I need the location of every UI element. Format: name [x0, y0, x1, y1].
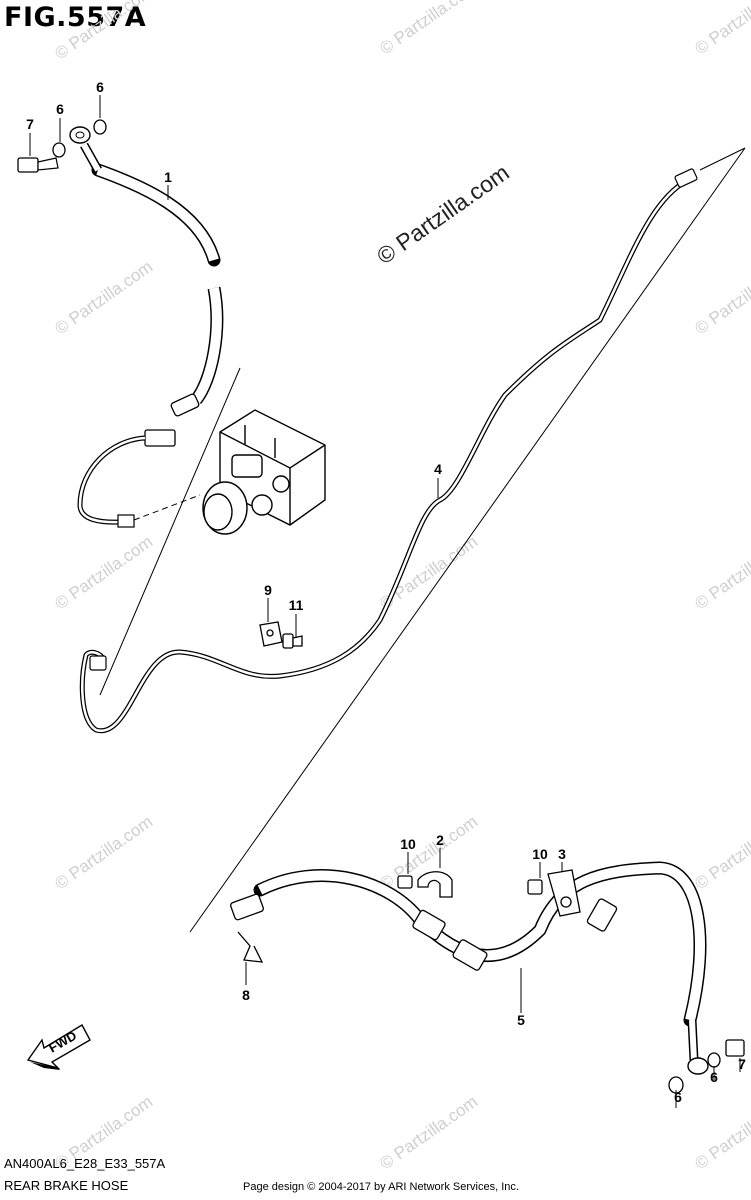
callout-9: 9	[264, 582, 272, 598]
callout-6c: 6	[674, 1089, 682, 1105]
callout-5: 5	[517, 1012, 525, 1028]
bolt-10b	[527, 879, 543, 895]
callout-8: 8	[242, 987, 250, 1003]
brake-pipe-4	[79, 168, 698, 734]
bolt-11	[282, 633, 303, 649]
figure-title: FIG.557A	[4, 2, 147, 33]
brake-hose-5	[230, 861, 745, 1094]
fwd-arrow-icon: FWD	[26, 1024, 91, 1070]
callout-labels: 1 2 3 4 5 6 6 6 6 7 7 8 9 10 10 11	[26, 79, 746, 1105]
callout-6a: 6	[96, 79, 104, 95]
section-title: REAR BRAKE HOSE	[4, 1178, 129, 1193]
watermark: © Partzilla.com	[376, 1092, 481, 1173]
bolt-10a	[397, 875, 413, 889]
watermark: © Partzilla.com	[691, 0, 751, 58]
page-credit: Page design © 2004-2017 by ARI Network S…	[243, 1181, 519, 1193]
clamp-9	[259, 621, 283, 647]
callout-6b: 6	[56, 101, 64, 117]
callout-11: 11	[289, 597, 304, 613]
clip-8	[237, 931, 264, 963]
callout-6d: 6	[710, 1069, 718, 1085]
callout-2: 2	[436, 832, 444, 848]
callout-4: 4	[434, 461, 442, 477]
leader-lines	[29, 95, 741, 1108]
watermark-grid: © Partzilla.com © Partzilla.com © Partzi…	[51, 0, 751, 1173]
watermark: © Partzilla.com	[691, 532, 751, 613]
watermark: © Partzilla.com	[376, 0, 481, 58]
watermark: © Partzilla.com	[691, 257, 751, 338]
watermark: © Partzilla.com	[376, 532, 481, 613]
callout-10b: 10	[532, 846, 548, 862]
watermark: © Partzilla.com	[51, 812, 156, 893]
abs-unit-icon	[202, 409, 326, 535]
watermark: © Partzilla.com	[51, 257, 156, 338]
callout-3: 3	[558, 846, 566, 862]
brake-pipe-short	[77, 429, 201, 528]
callout-1: 1	[164, 169, 172, 185]
clamp-3	[547, 869, 581, 917]
view-frame-lines	[99, 147, 746, 933]
watermark: © Partzilla.com	[691, 812, 751, 893]
clamp-2	[417, 871, 453, 898]
callout-7b: 7	[738, 1056, 746, 1072]
watermark: © Partzilla.com	[691, 1092, 751, 1173]
callout-7a: 7	[26, 116, 34, 132]
figure-code: AN400AL6_E28_E33_557A	[4, 1156, 166, 1171]
brake-hose-1	[17, 119, 224, 417]
callout-10a: 10	[400, 836, 416, 852]
watermark: © Partzilla.com	[51, 0, 156, 63]
